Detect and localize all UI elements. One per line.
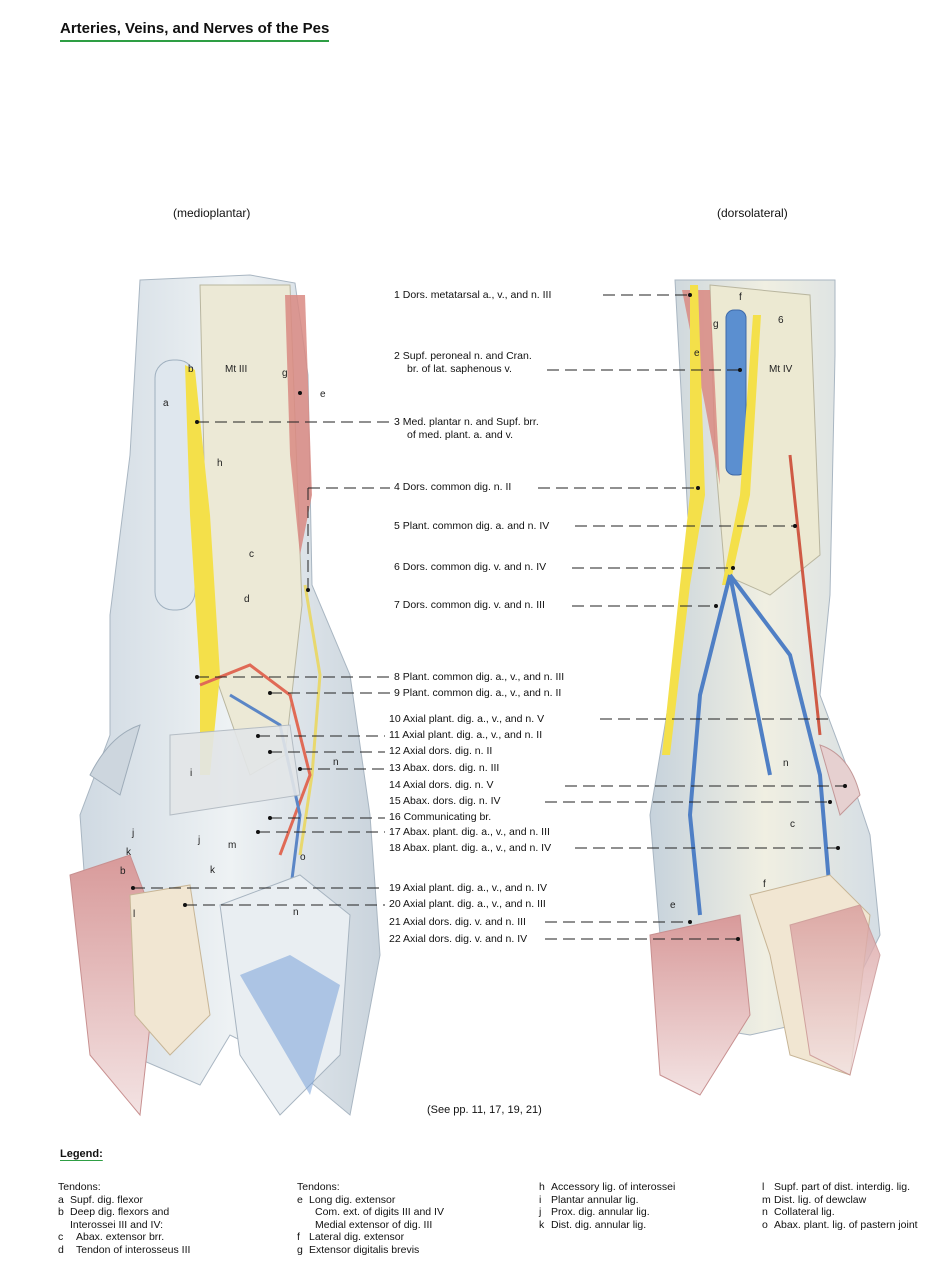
callout-13: 13 Abax. dors. dig. n. III [389,762,500,774]
callout-3: 3 Med. plantar n. and Supf. brr. of med.… [394,416,539,442]
callout-15: 15 Abax. dors. dig. n. IV [389,795,501,807]
figure-letter: g [713,319,719,330]
callout-22: 22 Axial dors. dig. v. and n. IV [389,933,528,945]
figure-letter: n [293,907,299,918]
callout-12: 12 Axial dors. dig. n. II [389,745,493,757]
callout-17: 17 Abax. plant. dig. a., v., and n. III [389,826,550,838]
legend-title: Legend: [60,1148,103,1160]
legend-row: Medial extensor of dig. III [315,1218,433,1231]
bone-label-mt-iv: Mt IV [769,364,793,375]
figure-letter: b [188,364,194,375]
figure-letter: e [670,900,676,911]
callout-1: 1 Dors. metatarsal a., v., and n. III [394,289,552,301]
callout-4: 4 Dors. common dig. n. II [394,481,512,493]
figure-letter: j [197,835,200,846]
callout-20: 20 Axial plant. dig. a., v., and n. III [389,898,546,910]
callout-21: 21 Axial dors. dig. v. and n. III [389,916,526,928]
figure-letter: f [763,879,766,890]
figure-letter: h [217,458,223,469]
figure-letter: k [210,865,216,876]
figure-letter: e [320,389,326,400]
figure-letter: f [739,292,742,303]
figure-letter: o [300,852,306,863]
callout-7: 7 Dors. common dig. v. and n. III [394,599,545,611]
left-foot [69,274,381,1117]
right-foot [649,279,881,1096]
legend-row: Interossei III and IV: [70,1218,163,1231]
page-reference: (See pp. 11, 17, 19, 21) [427,1104,542,1116]
figure-letter: i [190,768,192,779]
callout-14: 14 Axial dors. dig. n. V [389,779,494,791]
figure-letter: b [120,866,126,877]
callout-5: 5 Plant. common dig. a. and n. IV [394,520,550,532]
figure-letter: c [790,819,795,830]
callout-6: 6 Dors. common dig. v. and n. IV [394,561,547,573]
callout-3-line-2: of med. plant. a. and v. [407,429,514,441]
figure-letter: j [131,828,134,839]
callout-2: 2 Supf. peroneal n. and Cran. br. of lat… [394,350,532,376]
legend-head: Tendons: [297,1181,340,1193]
page-title: Arteries, Veins, and Nerves of the Pes [60,20,330,42]
leader-lines [133,294,845,940]
bone-label-mt-iii: Mt III [225,364,247,375]
callout-18: 18 Abax. plant. dig. a., v., and n. IV [389,842,552,854]
legend-head: Tendons: [58,1181,101,1193]
callout-2-line-1: 2 Supf. peroneal n. and Cran. [394,350,532,362]
figure-letter: m [228,840,236,851]
figure-letters-right: f g e n c f e Mt IV 6 [670,292,795,911]
figure-letter: n [783,758,789,769]
callout-19: 19 Axial plant. dig. a., v., and n. IV [389,882,547,894]
figure-marker-6: 6 [778,315,784,326]
callout-3-line-1: 3 Med. plantar n. and Supf. brr. [394,416,539,428]
leader-dots [131,293,847,941]
figure-letter: a [163,398,169,409]
view-label-dorsolateral: (dorsolateral) [717,206,788,220]
callout-8: 8 Plant. common dig. a., v., and n. III [394,671,565,683]
figure-letters-left: b a g e h c d i j j k k m b l o n n Mt I… [120,364,339,920]
callout-10: 10 Axial plant. dig. a., v., and n. V [389,713,545,725]
callout-2-line-2: br. of lat. saphenous v. [407,363,512,375]
figure-letter: n [333,757,339,768]
figure-letter: d [244,594,250,605]
figure-letter: k [126,847,132,858]
callout-16: 16 Communicating br. [389,811,492,823]
figure-letter: e [694,348,700,359]
view-label-medioplantar: (medioplantar) [173,206,251,220]
callout-9: 9 Plant. common dig. a., v., and n. II [394,687,562,699]
figure-letter: g [282,368,288,379]
figure-letter: c [249,549,254,560]
anatomical-illustration [69,274,881,1117]
callout-11: 11 Axial plant. dig. a., v., and n. II [389,729,543,741]
legend-row: Com. ext. of digits III and IV [315,1206,444,1219]
figure-letter: l [133,909,135,920]
